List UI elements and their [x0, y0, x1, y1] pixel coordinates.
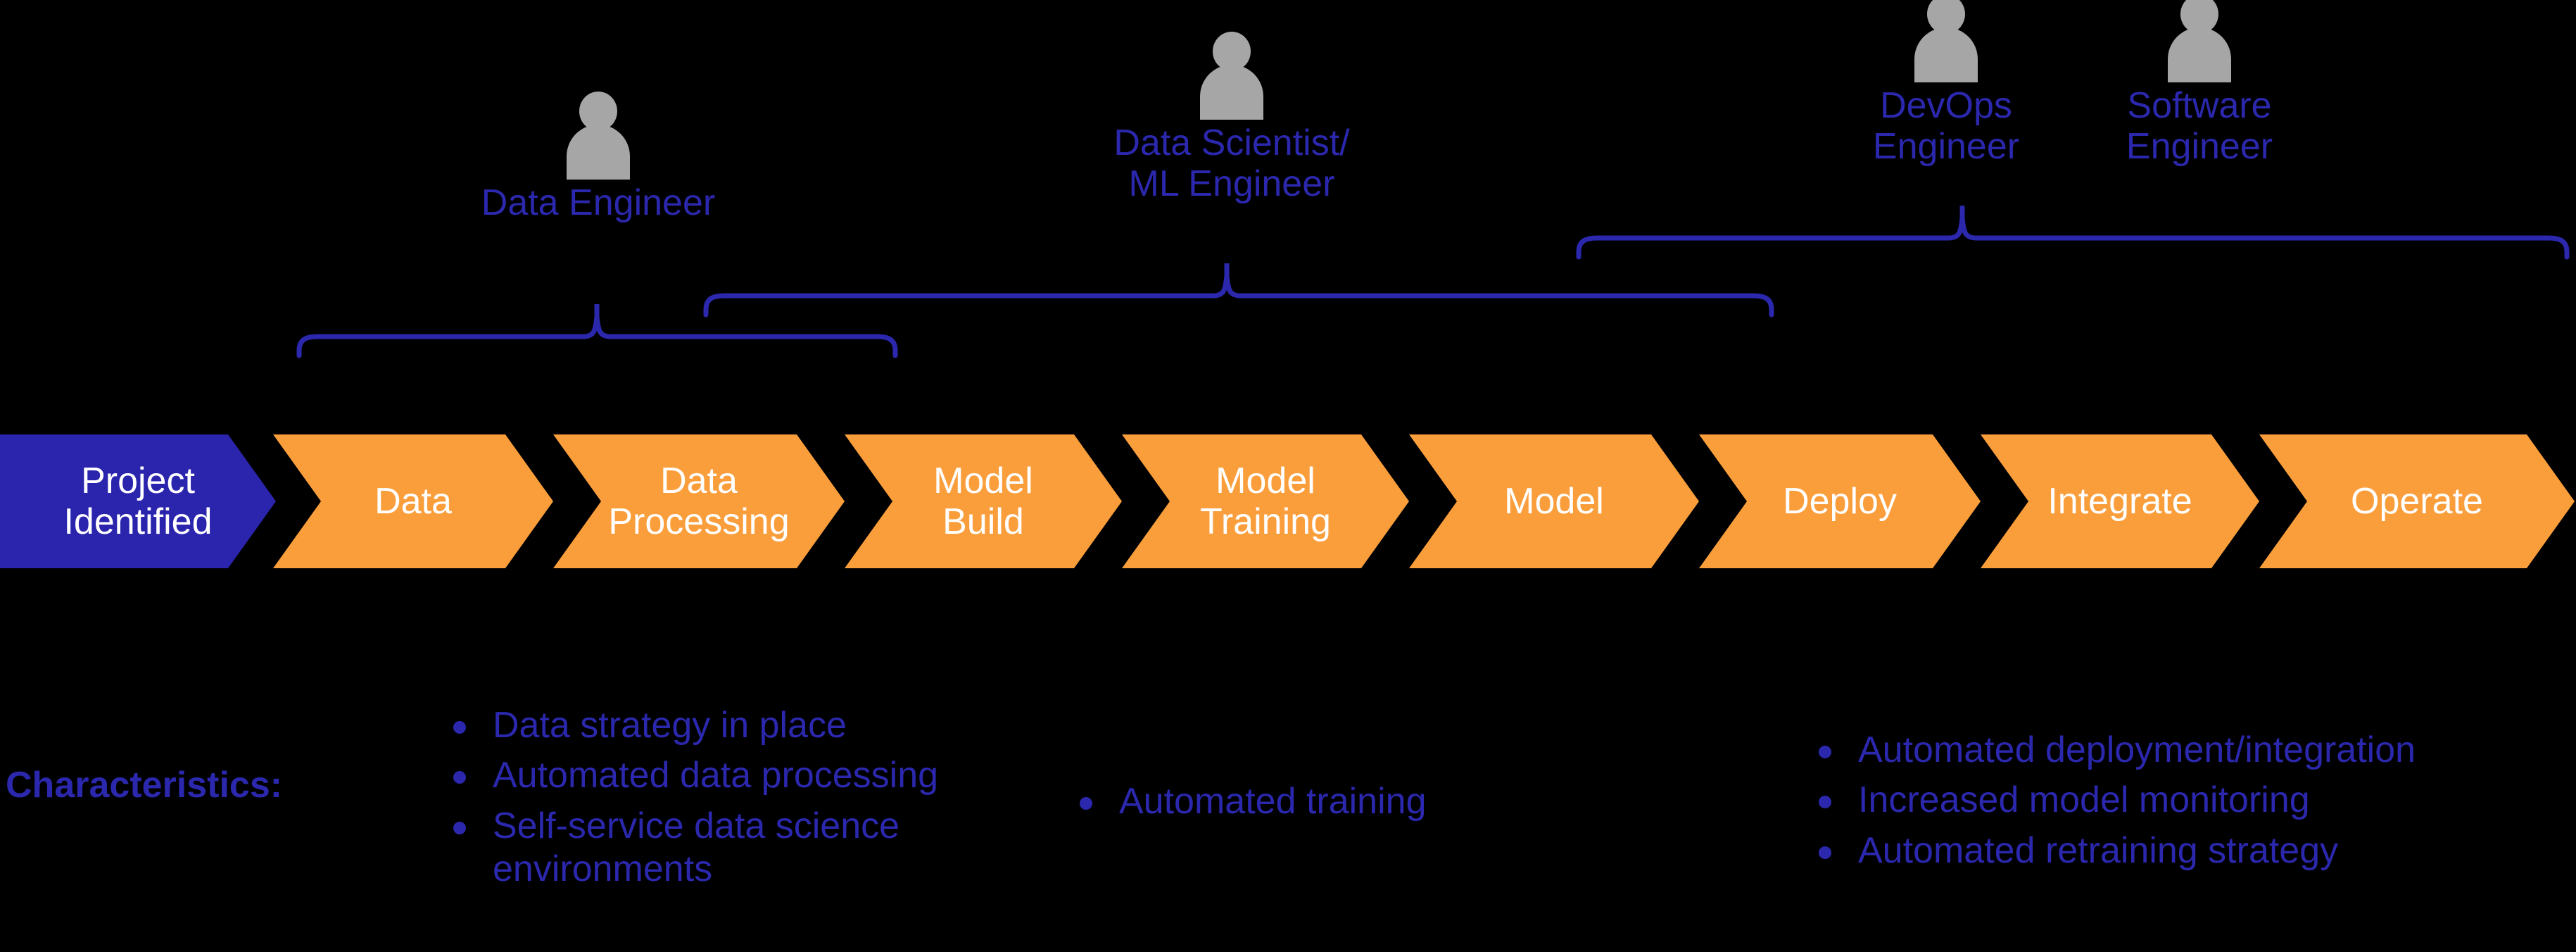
- list-item-text: Automated deployment/integration: [1858, 729, 2416, 770]
- stage-label: Operate: [2351, 480, 2483, 522]
- bullet-icon: [1819, 796, 1831, 809]
- role-label: DevOps Engineer: [1872, 85, 2020, 168]
- characteristics-group-data-scientist: Automated training: [1070, 780, 1562, 830]
- bullet-icon: [453, 821, 466, 834]
- stage-label: Data Processing: [608, 460, 790, 542]
- brace-data-engineer: [296, 304, 898, 358]
- bullet-icon: [453, 720, 466, 734]
- stage-label: Model: [1504, 480, 1604, 522]
- pipeline-band: Project Identified Data Data Processing …: [0, 434, 2576, 568]
- brace-devops-software: [1576, 206, 2570, 260]
- role-data-scientist: Data Scientist/ ML Engineer: [1035, 32, 1429, 204]
- list-item: Self-service data science environments: [443, 805, 1028, 891]
- stage-label: Model Training: [1200, 460, 1331, 542]
- role-label: Software Engineer: [2126, 85, 2273, 168]
- list-item: Data strategy in place: [443, 704, 1028, 747]
- list-item: Automated training: [1070, 780, 1562, 823]
- pipeline-stage-data[interactable]: Data: [273, 434, 553, 568]
- list-item-text: Data strategy in place: [493, 705, 847, 746]
- characteristics-group-devops: Automated deployment/integration Increas…: [1809, 729, 2555, 879]
- pipeline-stage-model-training[interactable]: Model Training: [1122, 434, 1409, 568]
- list-item: Automated data processing: [443, 754, 1028, 797]
- role-scope-braces: [296, 206, 2570, 358]
- pipeline-stage-model[interactable]: Model: [1409, 434, 1699, 568]
- list-item: Increased model monitoring: [1809, 779, 2555, 822]
- list-item-text: Self-service data science environments: [493, 805, 900, 890]
- role-data-engineer: Data Engineer: [405, 92, 792, 223]
- person-icon: [1200, 32, 1263, 120]
- person-icon: [567, 92, 630, 180]
- list-item-text: Automated retraining strategy: [1858, 829, 2339, 871]
- pipeline-stage-deploy[interactable]: Deploy: [1699, 434, 1981, 568]
- person-icon: [2168, 0, 2231, 82]
- list-item-text: Increased model monitoring: [1858, 779, 2310, 821]
- role-label: Data Scientist/ ML Engineer: [1113, 123, 1350, 205]
- list-item: Automated deployment/integration: [1809, 729, 2555, 772]
- list-item: Automated retraining strategy: [1809, 829, 2555, 872]
- characteristics-label: Characteristics:: [6, 765, 283, 806]
- bullet-icon: [1819, 745, 1831, 758]
- stage-label: Data: [374, 480, 452, 522]
- stage-label: Project Identified: [63, 460, 213, 542]
- stage-label: Integrate: [2047, 480, 2192, 522]
- brace-data-scientist: [703, 263, 1774, 318]
- pipeline-stage-data-processing[interactable]: Data Processing: [553, 434, 845, 568]
- stage-label: Model Build: [933, 460, 1033, 542]
- pipeline-stage-operate[interactable]: Operate: [2259, 434, 2575, 568]
- stage-label: Deploy: [1783, 480, 1897, 522]
- person-icon: [1914, 0, 1978, 82]
- role-label: Data Engineer: [481, 182, 716, 223]
- bullet-icon: [1080, 796, 1092, 810]
- list-item-text: Automated training: [1119, 781, 1427, 822]
- bullet-icon: [1819, 846, 1831, 859]
- pipeline-stage-integrate[interactable]: Integrate: [1981, 434, 2259, 568]
- role-software-engineer: Software Engineer: [2031, 0, 2368, 167]
- pipeline-stage-project-identified[interactable]: Project Identified: [0, 434, 276, 568]
- characteristics-group-data-engineer: Data strategy in place Automated data pr…: [443, 704, 1028, 898]
- list-item-text: Automated data processing: [493, 755, 939, 796]
- pipeline-stage-model-build[interactable]: Model Build: [845, 434, 1122, 568]
- bullet-icon: [453, 771, 466, 784]
- role-devops-engineer: DevOps Engineer: [1777, 0, 2115, 167]
